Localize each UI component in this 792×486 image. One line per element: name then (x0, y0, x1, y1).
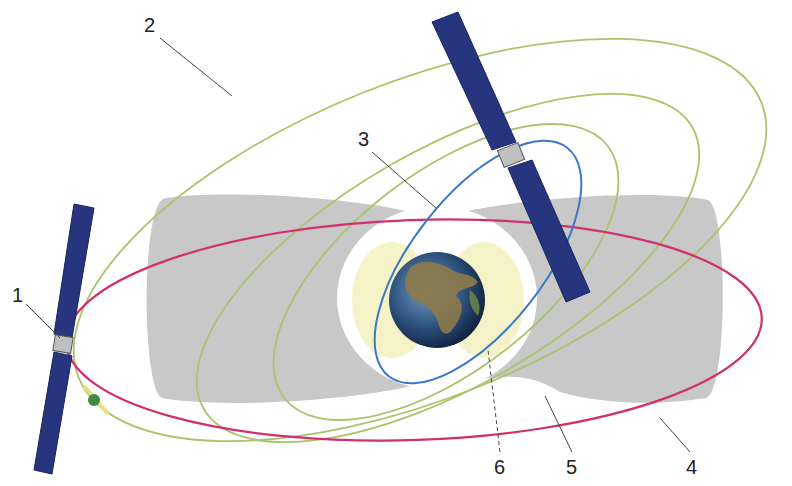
elliptical-orbit (20, 0, 792, 486)
earth-land (469, 290, 479, 316)
satellite (432, 12, 590, 302)
elliptical-orbit (224, 69, 668, 476)
leader-line (660, 418, 690, 452)
satellite (34, 204, 108, 474)
callout-number: 6 (494, 456, 505, 478)
leader-line (545, 396, 572, 452)
leader-line (488, 350, 500, 452)
leader-line (372, 152, 436, 208)
belt-gap (337, 206, 537, 390)
earth (389, 252, 485, 348)
geostationary-orbit (62, 208, 765, 452)
low-orbit (337, 107, 620, 417)
callout-number: 3 (358, 128, 369, 150)
callout-number: 4 (686, 456, 697, 478)
callout-number: 1 (12, 284, 23, 306)
elliptical-orbit (145, 25, 751, 486)
leader-line (26, 304, 60, 338)
callout-number: 2 (144, 14, 155, 36)
leader-line (160, 38, 232, 96)
callout-number: 5 (566, 456, 577, 478)
earth-land (405, 262, 478, 334)
